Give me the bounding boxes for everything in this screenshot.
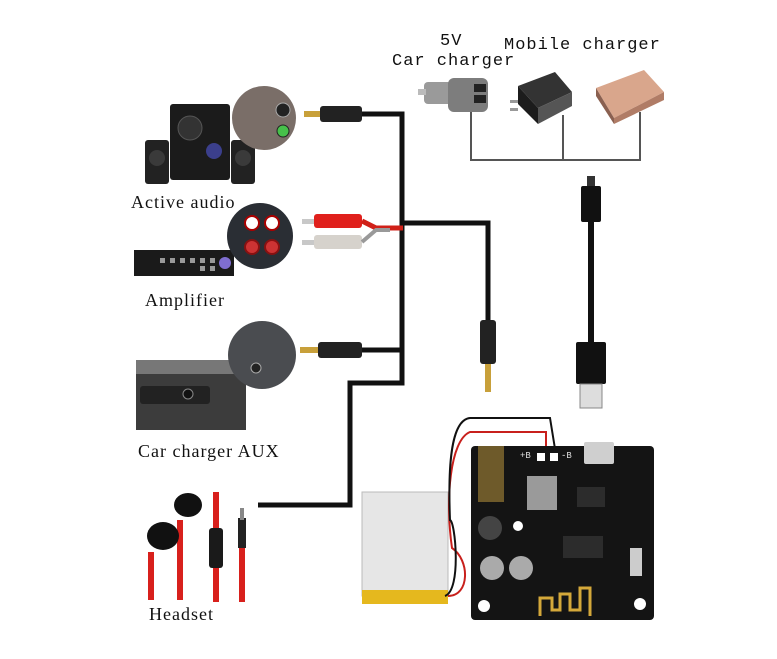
rca-plug-white — [302, 228, 390, 249]
power-bank-image — [596, 70, 664, 124]
charger-connector-lines — [470, 108, 641, 161]
car-charger-image — [418, 78, 488, 112]
amplifier-rca-closeup — [227, 203, 293, 269]
car-aux-closeup — [228, 321, 296, 389]
battery-wires — [444, 417, 557, 597]
amplifier-image — [134, 250, 234, 276]
board-pad-plus-label: +B — [520, 451, 531, 461]
audio-cable-tree — [258, 111, 491, 508]
bluetooth-board-image — [471, 442, 654, 620]
active-audio-jack-closeup — [232, 86, 296, 150]
amplifier-label: Amplifier — [145, 290, 225, 310]
car-charger-label: Car charger — [392, 52, 516, 71]
lipo-battery-image — [361, 491, 449, 604]
mobile-charger-label: Mobile charger — [504, 36, 661, 55]
aux-plug-board — [480, 320, 496, 392]
active-audio-label: Active audio — [131, 192, 236, 212]
board-pad-minus-label: -B — [561, 451, 572, 461]
aux-plug-active-audio — [304, 106, 362, 122]
active-audio-speakers-image — [145, 104, 255, 184]
headset-image — [147, 492, 246, 602]
headset-label: Headset — [149, 604, 214, 624]
aux-plug-car — [300, 342, 362, 358]
rca-plug-red — [302, 214, 403, 231]
wall-charger-image — [510, 72, 572, 124]
car-aux-label: Car charger AUX — [138, 441, 280, 461]
usb-cable-image — [576, 176, 606, 409]
car-charger-voltage-label: 5V — [440, 32, 463, 51]
car-aux-image — [136, 360, 246, 430]
